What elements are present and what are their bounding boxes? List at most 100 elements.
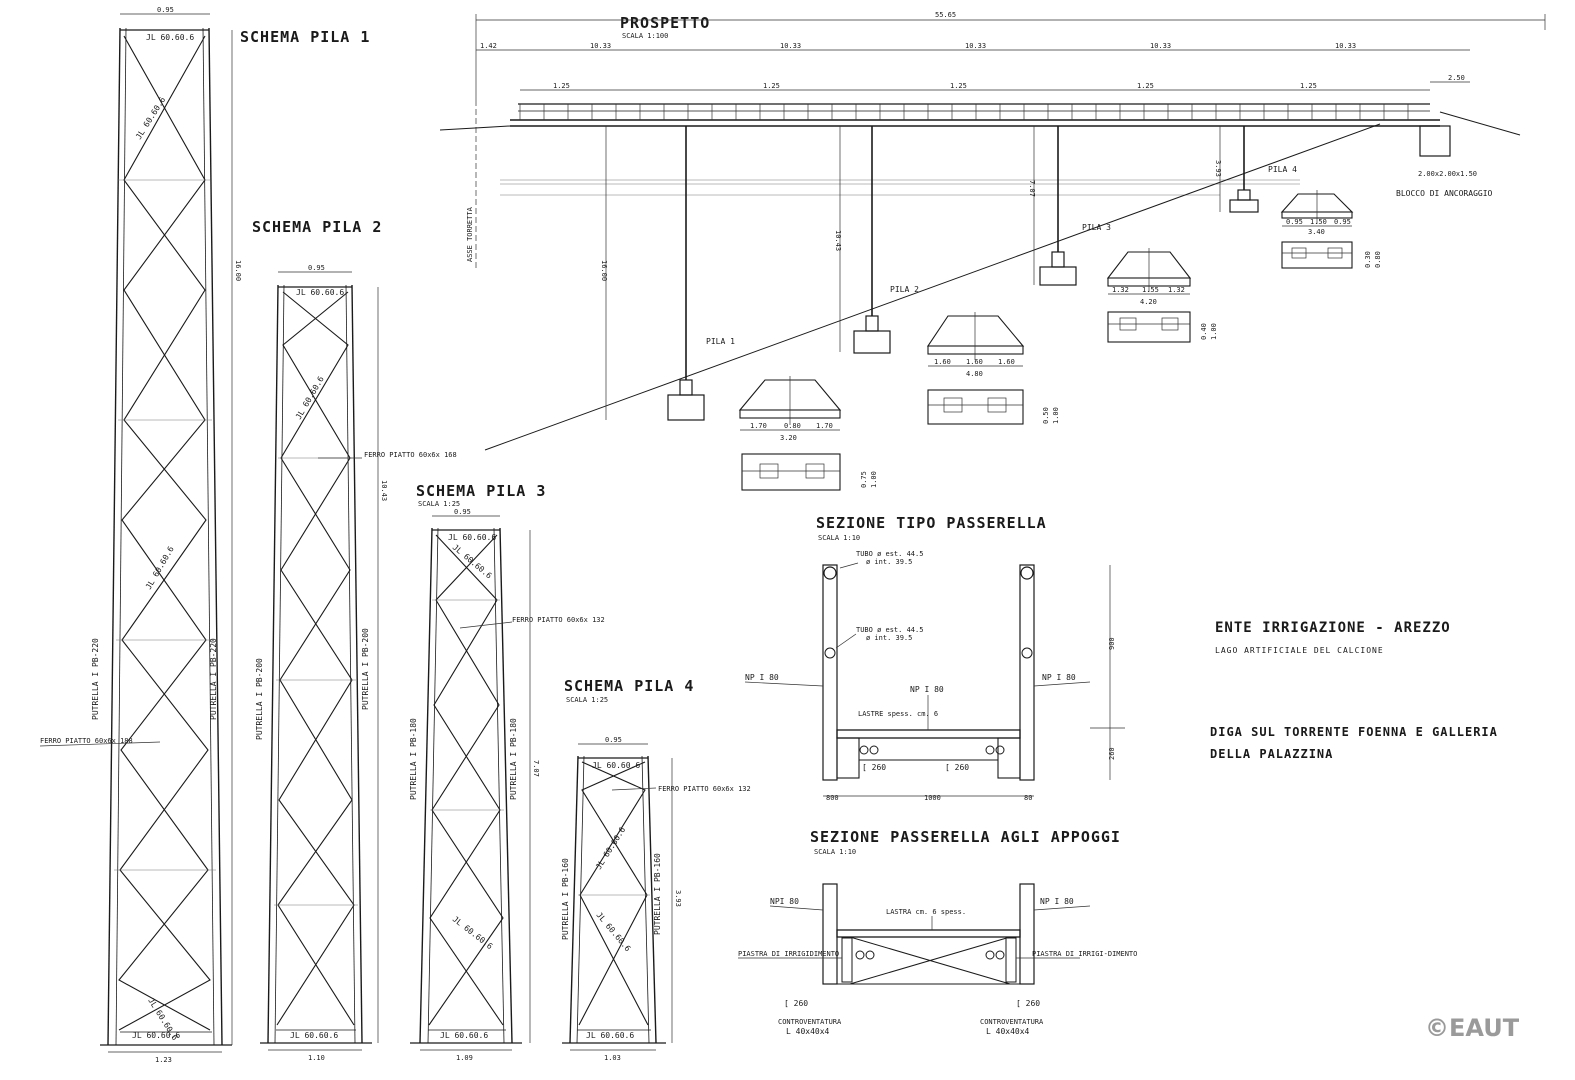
tube-mid-label: TUBO ø est. 44.5 <box>856 626 923 634</box>
pila-3-left-beam: PUTRELLA I PB-180 <box>409 718 418 800</box>
sub-dim: 1.25 <box>553 82 570 90</box>
foundation-top-dim: 1.70 <box>816 422 833 430</box>
foundation-width-dim: 3.20 <box>780 434 797 442</box>
sub-dim: 1.25 <box>1300 82 1317 90</box>
sub-dim: 1.25 <box>763 82 780 90</box>
pila-3-height-dim: 7.07 <box>532 760 540 777</box>
foundation-top-dim: 1.60 <box>998 358 1015 366</box>
foundation-width-dim: 4.20 <box>1140 298 1157 306</box>
foundation-top-dim: 1.55 <box>1142 286 1159 294</box>
foundation-top-dim: 1.32 <box>1112 286 1129 294</box>
sezione-appoggi-title: SEZIONE PASSERELLA AGLI APPOGGI <box>810 828 1121 846</box>
foundation-top-dim: 0.95 <box>1286 218 1303 226</box>
pila-2-plate: FERRO PIATTO 60x6x 168 <box>364 451 457 459</box>
schema-pila-1-title: SCHEMA PILA 1 <box>240 28 370 46</box>
schema-pila-4-scale: SCALA 1:25 <box>566 696 608 704</box>
span-dim: 2.50 <box>1448 74 1465 82</box>
appoggi-npi-left: NPI 80 <box>770 897 799 906</box>
pila-3-right-beam: PUTRELLA I PB-180 <box>509 718 518 800</box>
foundation-pila-2: 1.60 1.60 1.60 4.80 0.50 1.00 <box>926 312 1060 425</box>
span-dim: 1.42 <box>480 42 497 50</box>
pila-1-right-beam: PUTRELLA I PB-220 <box>209 638 218 720</box>
sezione-tipo-title: SEZIONE TIPO PASSERELLA <box>816 514 1047 532</box>
appoggi-c-right: [ 260 <box>1016 999 1040 1008</box>
title-line-1: ENTE IRRIGAZIONE - AREZZO <box>1215 620 1451 636</box>
pier-label: PILA 4 <box>1268 165 1297 174</box>
axis-label: ASSE TORRETTA <box>466 206 474 262</box>
anchor-dim: 2.00x2.00x1.50 <box>1418 170 1477 178</box>
prospetto-title: PROSPETTO <box>620 14 710 32</box>
pila-2-base-bracing: JL 60.60.6 <box>290 1031 338 1040</box>
tube-top-label: TUBO ø est. 44.5 <box>856 550 923 558</box>
title-line-2: LAGO ARTIFICIALE DEL CALCIONE <box>1215 646 1384 655</box>
sub-dim: 1.25 <box>950 82 967 90</box>
foundation-pila-1: 1.70 0.80 1.70 3.20 0.75 1.00 <box>738 376 878 491</box>
span-dim: 10.33 <box>965 42 986 50</box>
pila-3-bracing-label: JL 60.60.6 <box>448 533 496 542</box>
pila-1-bracing-label: JL 60.60.6 <box>146 33 194 42</box>
c-left-label: [ 260 <box>862 763 886 772</box>
pila-2-base-dim: 1.10 <box>308 1054 325 1062</box>
pila-4-plate: FERRO PIATTO 60x6x 132 <box>658 785 751 793</box>
section-dim: 1000 <box>924 794 941 802</box>
foundation-top-dim: 1.50 <box>1310 218 1327 226</box>
foundation-top-dim: 0.95 <box>1334 218 1351 226</box>
sezione-tipo-scale: SCALA 1:10 <box>818 534 860 542</box>
pila-4-bracing-label: JL 60.60.6 <box>592 761 640 770</box>
npi-center-label: NP I 80 <box>910 685 944 694</box>
pier-label: PILA 1 <box>706 337 735 346</box>
span-dim: 10.33 <box>1150 42 1171 50</box>
npi-left-label: NP I 80 <box>745 673 779 682</box>
appoggi-c-left: [ 260 <box>784 999 808 1008</box>
section-height: 900 <box>1108 637 1116 650</box>
pila-4-base-bracing: JL 60.60.6 <box>586 1031 634 1040</box>
foundation-side-dim: 0.40 <box>1200 323 1208 340</box>
foundation-side-dim: 1.00 <box>870 471 878 488</box>
tube-mid-int: ø int. 39.5 <box>866 634 912 642</box>
pila-4-height-dim: 3.93 <box>674 890 682 907</box>
angle-left: L 40x40x4 <box>786 1027 830 1036</box>
angle-right: L 40x40x4 <box>986 1027 1030 1036</box>
sezione-passerella-appoggi: SEZIONE PASSERELLA AGLI APPOGGI SCALA 1:… <box>738 828 1137 1036</box>
pila-2-height-dim: 10.43 <box>380 480 388 501</box>
schema-pila-2-title: SCHEMA PILA 2 <box>252 218 382 236</box>
section-height2: 260 <box>1108 747 1116 760</box>
schema-pila-3-title: SCHEMA PILA 3 <box>416 482 546 500</box>
schema-pila-4-top-dim: 0.95 <box>605 736 622 744</box>
foundation-width-dim: 3.40 <box>1308 228 1325 236</box>
foundation-side-dim: 0.75 <box>860 471 868 488</box>
foundation-side-dim: 1.00 <box>1052 407 1060 424</box>
pier-height: 7.07 <box>1028 180 1036 197</box>
schema-pila-1-top-dim: 0.95 <box>157 6 174 14</box>
appoggi-lastra: LASTRA cm. 6 spess. <box>886 908 966 916</box>
pila-1-height-dim: 16.00 <box>234 260 242 281</box>
foundation-pila-4: 0.95 1.50 0.95 3.40 0.30 0.80 <box>1280 190 1382 269</box>
title-block: ENTE IRRIGAZIONE - AREZZO LAGO ARTIFICIA… <box>1210 620 1498 761</box>
span-dim: 10.33 <box>590 42 611 50</box>
controventatura-right: CONTROVENTATURA <box>980 1018 1044 1026</box>
pila-1-base-bracing: JL 60.60.6 <box>132 1031 180 1040</box>
appoggi-npi-right: NP I 80 <box>1040 897 1074 906</box>
foundation-top-dim: 1.32 <box>1168 286 1185 294</box>
pila-2-bracing-label: JL 60.60.6 <box>296 288 344 297</box>
watermark: ©EAUT <box>1425 1014 1520 1042</box>
pila-1-plate: FERRO PIATTO 60x6x 188 <box>40 737 133 745</box>
c-right-label: [ 260 <box>945 763 969 772</box>
title-line-3: DIGA SUL TORRENTE FOENNA E GALLERIA <box>1210 725 1498 739</box>
sezione-tipo-passerella: SEZIONE TIPO PASSERELLA SCALA 1:10 TUBO … <box>744 514 1125 802</box>
span-dim: 10.33 <box>780 42 801 50</box>
foundation-details: 1.70 0.80 1.70 3.20 0.75 1.00 1.60 1.60 … <box>738 190 1382 491</box>
pila-4-base-dim: 1.03 <box>604 1054 621 1062</box>
controventatura-left: CONTROVENTATURA <box>778 1018 842 1026</box>
schema-pila-3-scale: SCALA 1:25 <box>418 500 460 508</box>
foundation-side-dim: 0.50 <box>1042 407 1050 424</box>
foundation-top-dim: 1.60 <box>934 358 951 366</box>
pier-height: 10.43 <box>834 230 842 251</box>
section-dim: 800 <box>826 794 839 802</box>
title-line-4: DELLA PALAZZINA <box>1210 747 1333 761</box>
schema-pila-4-title: SCHEMA PILA 4 <box>564 677 694 695</box>
piastra-right: PIASTRA DI IRRIGI-DIMENTO <box>1032 950 1137 958</box>
lastre-label: LASTRE spess. cm. 6 <box>858 710 938 718</box>
